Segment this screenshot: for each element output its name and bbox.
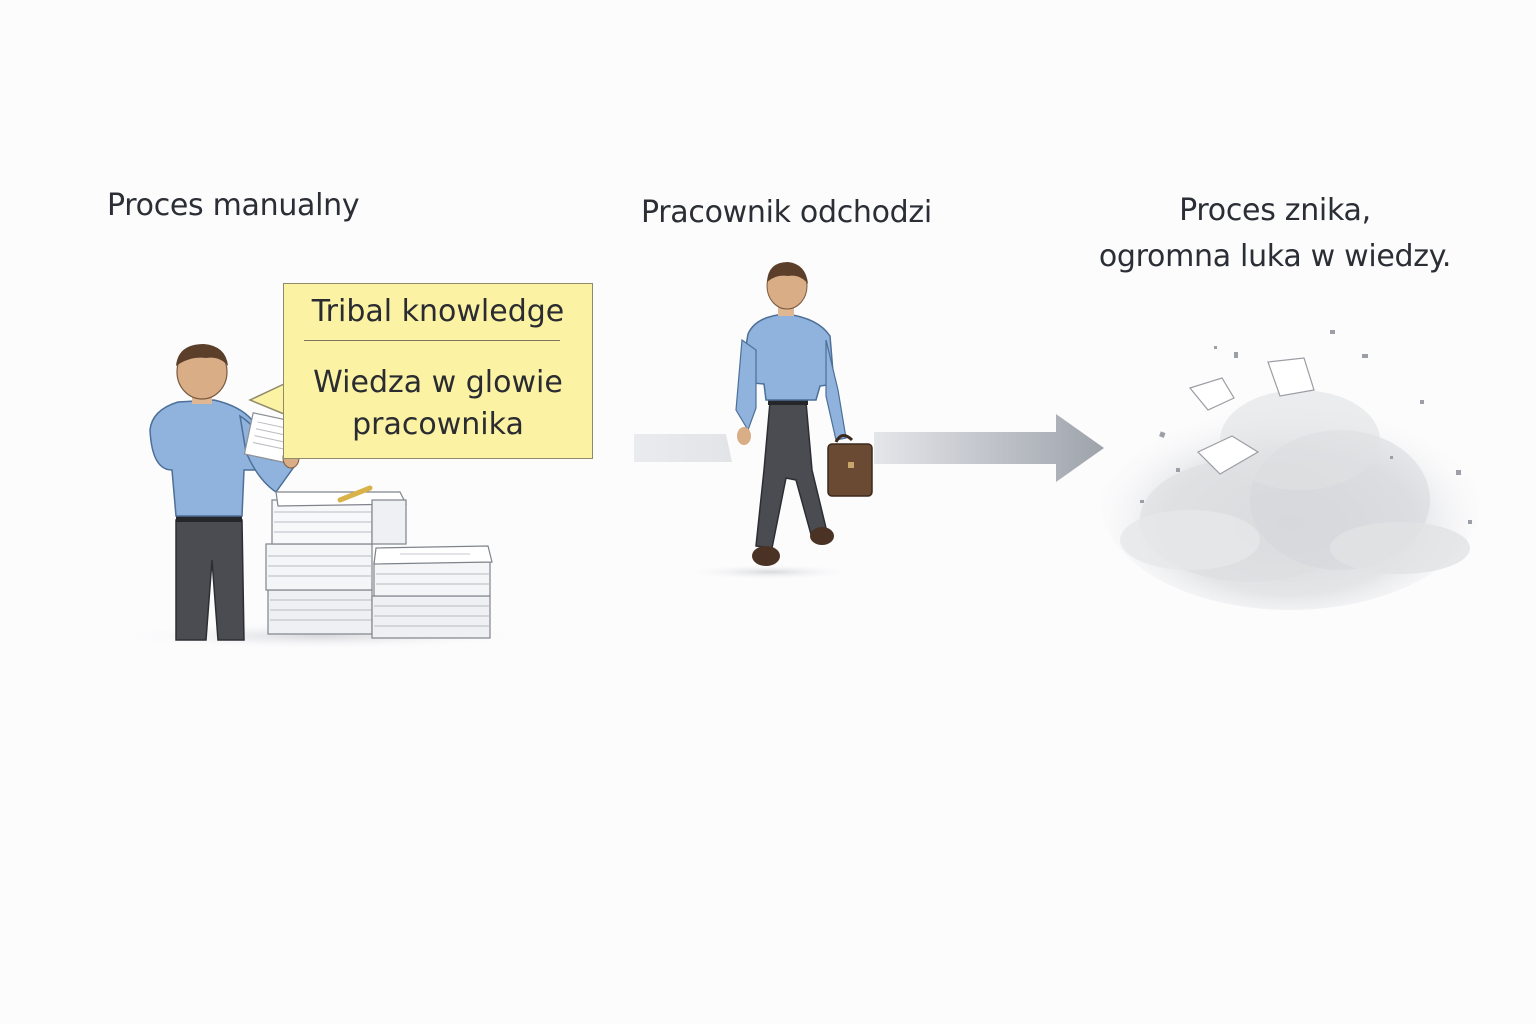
step-leaving-caption: Pracownik odchodzi <box>641 195 932 230</box>
flow-arrow <box>634 414 1104 482</box>
leaving-worker-figure <box>682 262 873 580</box>
bubble-tail <box>248 382 285 416</box>
flying-papers <box>1188 357 1315 475</box>
bubble-body-line1: Wiedza w glowie <box>313 365 563 400</box>
bubble-body: Wiedza w glowie pracownika <box>284 362 592 446</box>
bubble-body-line2: pracownika <box>352 407 524 442</box>
dust-cloud <box>1100 330 1480 610</box>
bubble-divider <box>304 340 560 341</box>
step-gone-caption: Proces znika, ogromna luka w wiedzy. <box>1080 188 1470 280</box>
paper-stacks <box>265 485 493 639</box>
step-gone-caption-line1: Proces znika, <box>1179 193 1371 228</box>
step-manual-caption: Proces manualny <box>107 188 360 223</box>
bubble-title: Tribal knowledge <box>311 294 565 329</box>
knowledge-speech-bubble: Tribal knowledge Wiedza w glowie pracown… <box>283 283 593 459</box>
briefcase-icon <box>827 434 873 497</box>
step-gone-caption-line2: ogromna luka w wiedzy. <box>1098 239 1452 274</box>
